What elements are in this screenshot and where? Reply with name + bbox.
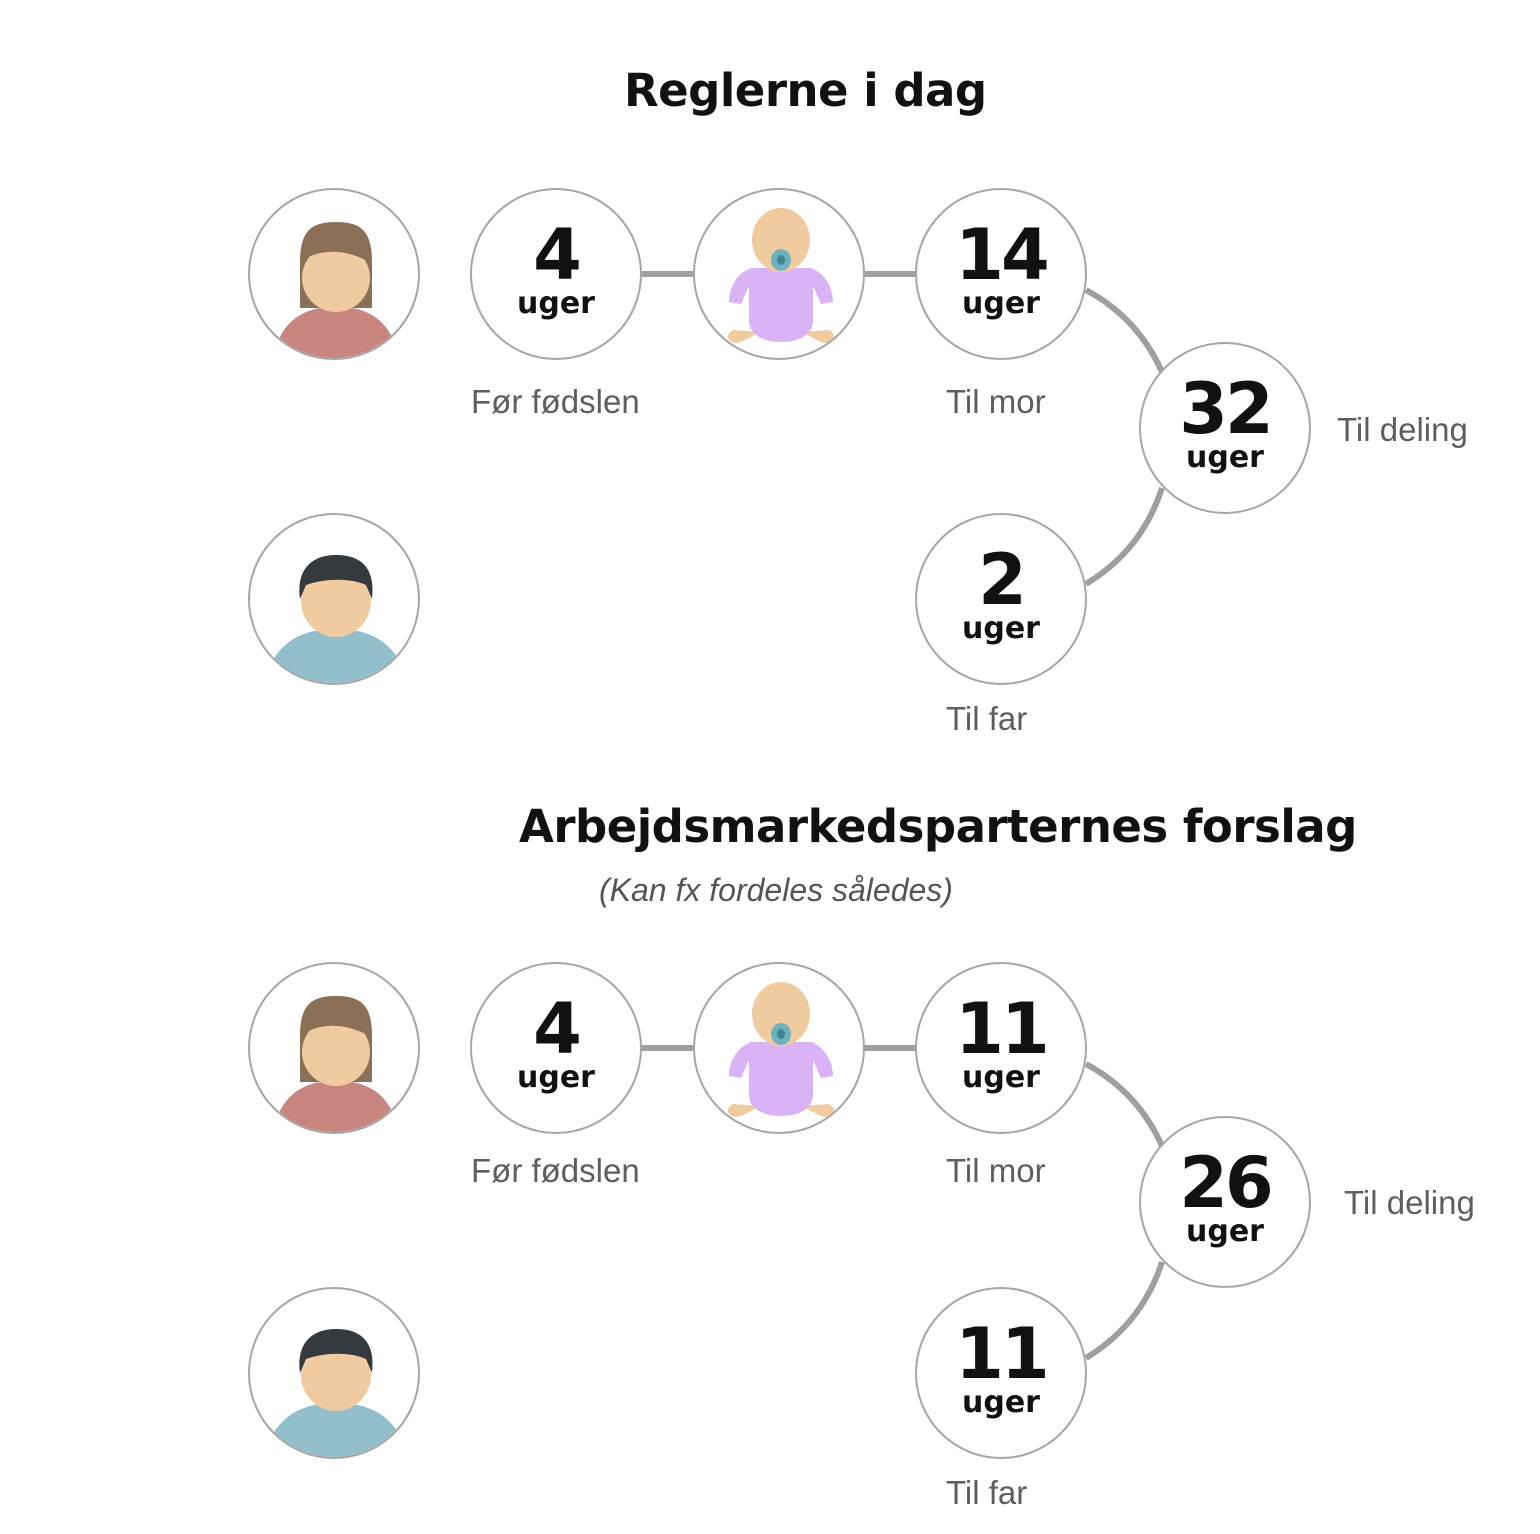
shared-weeks-unit: uger [1186,1214,1264,1249]
before-birth-label: Før fødslen [471,1152,640,1189]
father-label: Til far [946,1474,1028,1511]
mother-avatar [248,188,420,360]
baby-circle [693,188,865,360]
mother-weeks: 11 [955,988,1049,1070]
before-birth-circle: 4 uger [470,962,642,1134]
connector-mother-shared [1084,1061,1165,1148]
mother-avatar-icon [272,222,400,358]
father-avatar [248,1287,420,1459]
mother-weeks-circle: 14 uger [915,188,1087,360]
section-proposal: Arbejdsmarkedsparternes forslag (Kan fx … [0,774,1540,1511]
mother-weeks-unit: uger [962,286,1040,321]
before-birth-unit: uger [517,1060,595,1095]
shared-label: Til deling [1337,411,1468,448]
father-weeks: 2 [978,539,1027,621]
father-weeks-circle: 11 uger [915,1287,1087,1459]
mother-label: Til mor [946,1152,1046,1189]
father-weeks-circle: 2 uger [915,513,1087,685]
connector-lines [642,271,1165,587]
father-weeks: 11 [955,1313,1049,1395]
before-birth-weeks: 4 [533,214,582,296]
connector-shared-father [1084,487,1165,587]
connector-mother-shared [1084,287,1165,374]
section-title: Reglerne i dag [624,64,987,117]
shared-weeks: 26 [1179,1142,1273,1224]
shared-label: Til deling [1344,1184,1475,1221]
connector-lines [642,1045,1165,1361]
mother-weeks: 14 [955,214,1049,296]
mother-weeks-unit: uger [962,1060,1040,1095]
baby-circle [693,962,865,1134]
father-label: Til far [946,700,1028,737]
before-birth-circle: 4 uger [470,188,642,360]
father-weeks-unit: uger [962,1385,1040,1420]
mother-avatar-icon [272,996,400,1132]
father-avatar [248,513,420,685]
before-birth-label: Før fødslen [471,383,640,420]
baby-icon [727,208,835,343]
section-title: Arbejdsmarkedsparternes forslag [519,800,1357,853]
mother-weeks-circle: 11 uger [915,962,1087,1134]
shared-weeks-circle: 26 uger [1139,1116,1311,1288]
shared-weeks-unit: uger [1186,440,1264,475]
father-avatar-icon [263,555,409,683]
mother-avatar [248,962,420,1134]
before-birth-weeks: 4 [533,988,582,1070]
before-birth-unit: uger [517,286,595,321]
section-subtitle: (Kan fx fordeles således) [599,872,953,908]
shared-weeks-circle: 32 uger [1139,342,1311,514]
father-weeks-unit: uger [962,611,1040,646]
shared-weeks: 32 [1179,368,1273,450]
section-current-rules: Reglerne i dag 4 uger 14 uger 3 [0,0,1540,760]
father-avatar-icon [263,1329,409,1457]
connector-shared-father [1084,1261,1165,1361]
baby-icon [727,982,835,1117]
mother-label: Til mor [946,383,1046,420]
